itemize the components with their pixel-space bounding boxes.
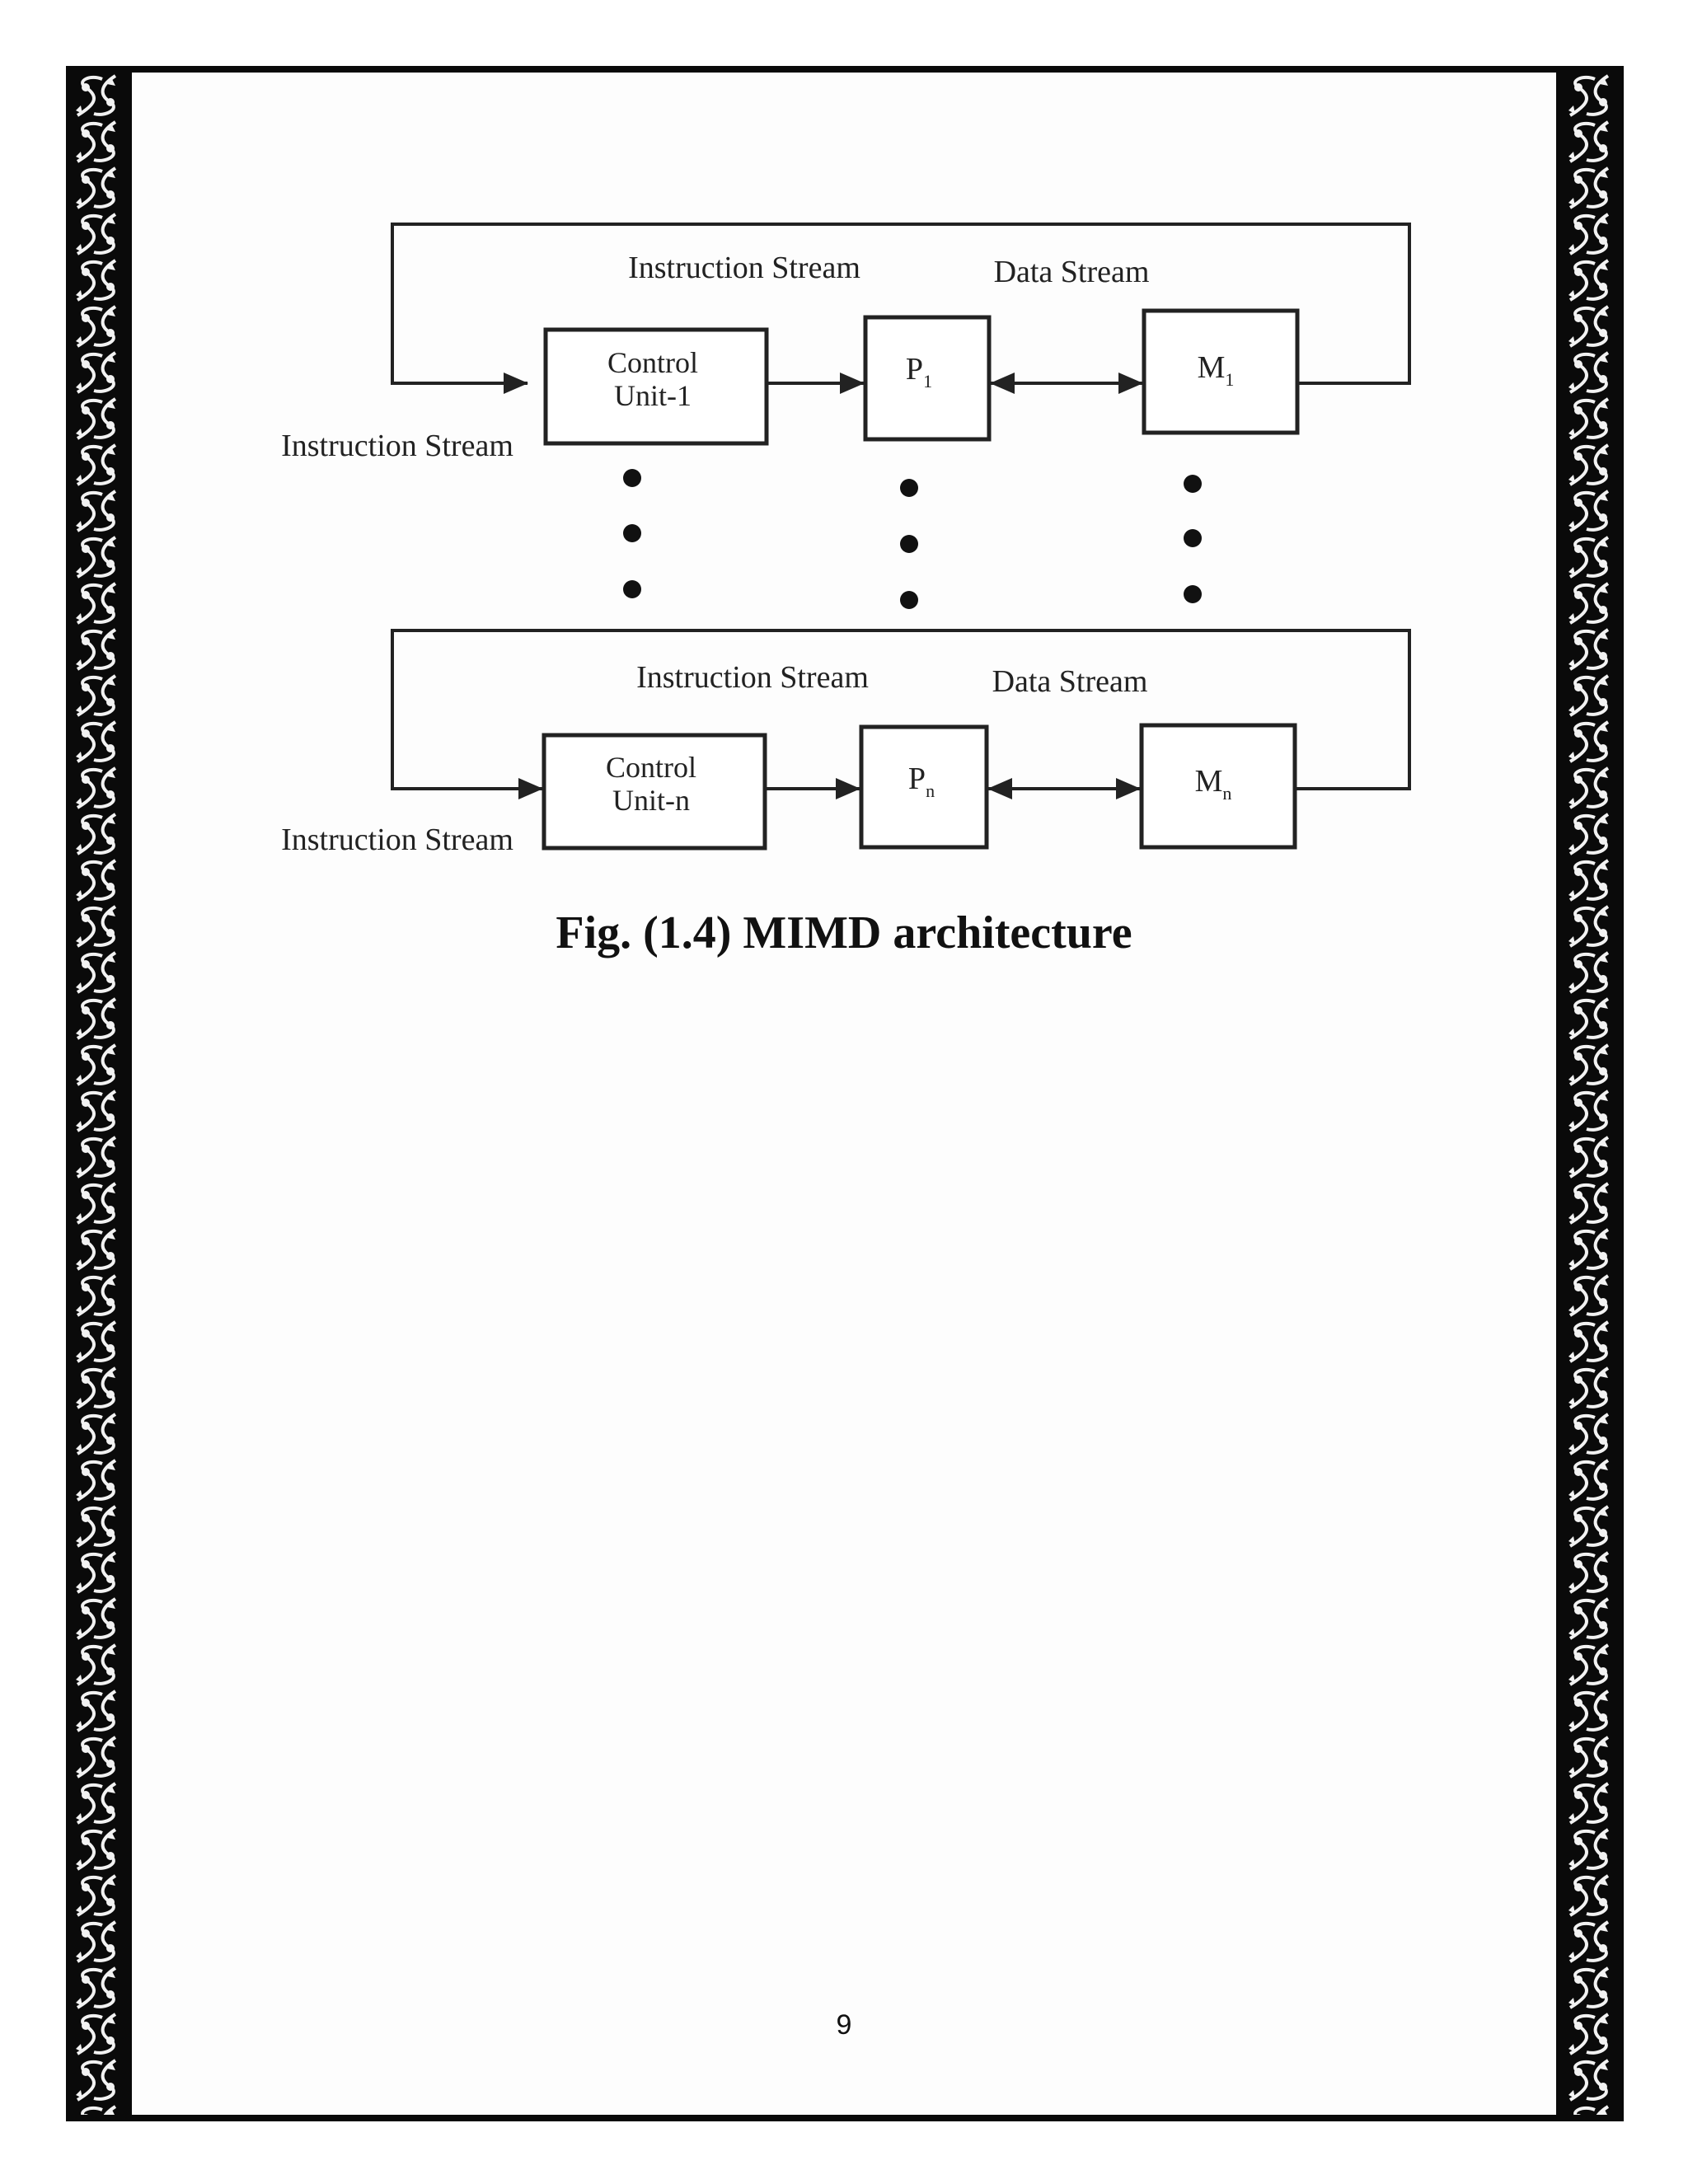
top-group: Instruction Stream Data Stream Control U… [281,223,1411,463]
dot [900,591,918,609]
control-unit-1-box [543,327,769,446]
page-content [132,73,1556,2115]
memory-1-label: M1 [1198,350,1235,390]
top-side-instruction-stream-label: Instruction Stream [281,429,513,463]
top-feedback-loop-line [391,223,1411,394]
bottom-feedback-loop-line [391,629,1411,799]
dot [1184,475,1202,493]
dot [1184,529,1202,547]
dot [623,469,641,487]
memory-n-label: Mn [1195,764,1232,804]
processor-n-box [859,724,989,850]
processor-n-label: Pn [908,762,935,801]
control-unit-n-label-line2: Unit-n [612,784,690,817]
processor-1-box [863,315,992,442]
control-unit-1-label-line2: Unit-1 [614,379,692,412]
bottom-side-instruction-stream-label: Instruction Stream [281,823,513,857]
dot [623,580,641,598]
control-unit-n-box [542,733,767,851]
top-instruction-stream-label: Instruction Stream [628,251,860,285]
processor-1-label: P1 [906,352,932,391]
bottom-group: Instruction Stream Data Stream Control U… [281,629,1411,857]
figure-caption: Fig. (1.4) MIMD architecture [556,907,1132,958]
dot [1184,585,1202,603]
dot [623,524,641,542]
decorative-border-left [69,73,125,2115]
page-number: 9 [836,2009,852,2041]
control-unit-1-label-line1: Control [607,346,698,379]
top-data-stream-label: Data Stream [994,255,1150,289]
dot [900,479,918,497]
bottom-data-stream-label: Data Stream [992,664,1148,699]
decorative-border-right [1562,73,1618,2115]
control-unit-n-label-line1: Control [606,751,696,784]
bottom-instruction-stream-label: Instruction Stream [636,660,869,695]
memory-1-box [1142,308,1300,435]
memory-n-box [1139,723,1297,850]
dot [900,535,918,553]
ellipsis-dots [623,469,1202,609]
